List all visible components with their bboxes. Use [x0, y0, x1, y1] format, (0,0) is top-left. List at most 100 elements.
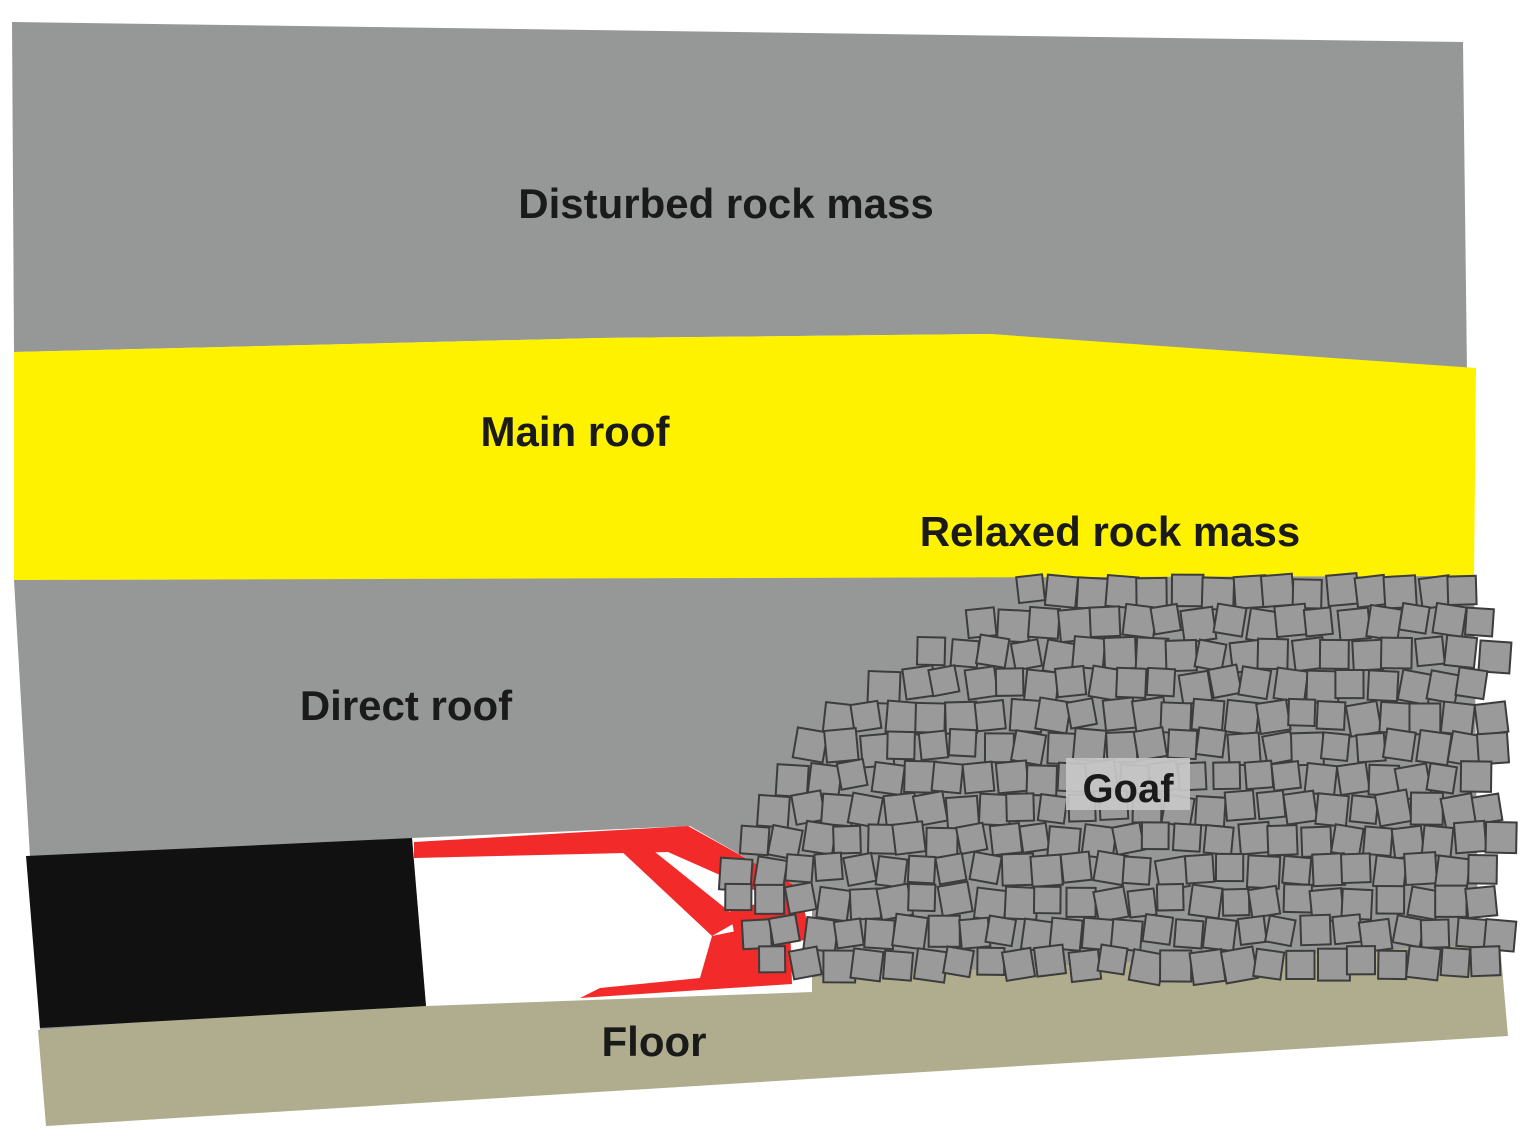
goaf-block	[1282, 789, 1319, 826]
goaf-block	[1246, 884, 1282, 919]
goaf-block	[1355, 731, 1387, 764]
goaf-block	[1454, 666, 1489, 701]
goaf-block	[1145, 666, 1177, 698]
goaf-block	[1059, 850, 1093, 884]
goaf-block	[1302, 606, 1334, 638]
goaf-block	[1285, 949, 1316, 981]
goaf-block	[1362, 825, 1394, 858]
goaf-block	[1439, 700, 1477, 737]
goaf-block	[912, 947, 950, 984]
goaf-block	[1475, 731, 1511, 766]
goaf-block	[1452, 819, 1488, 855]
goaf-block	[1300, 825, 1333, 858]
goaf-block	[1415, 728, 1453, 767]
goaf-block	[1065, 886, 1097, 918]
goaf-block	[754, 883, 786, 915]
goaf-block	[947, 727, 978, 758]
goaf-block	[1212, 761, 1242, 791]
goaf-block	[1212, 602, 1248, 638]
goaf-block	[1382, 574, 1418, 610]
goaf-block	[961, 760, 996, 795]
goaf-block	[1141, 912, 1175, 946]
goaf-block	[724, 882, 753, 912]
goaf-block	[974, 633, 1011, 669]
goaf-block	[1365, 603, 1404, 642]
goaf-block	[1155, 882, 1185, 912]
support-leg-front	[618, 848, 740, 936]
goaf-block	[832, 917, 865, 950]
goaf-block	[983, 732, 1015, 764]
goaf-block	[1134, 636, 1170, 672]
goaf-block	[755, 793, 791, 829]
goaf-block	[1003, 885, 1039, 921]
goaf-block	[1318, 638, 1350, 670]
goaf-block	[1425, 762, 1459, 795]
goaf-block	[791, 726, 829, 764]
goaf-block	[1339, 852, 1372, 885]
goaf-block	[927, 664, 961, 698]
goaf-block	[1243, 759, 1275, 791]
goaf-block	[1236, 914, 1268, 947]
goaf-block	[1373, 788, 1413, 828]
support-canopy	[414, 826, 810, 906]
goaf-block	[1405, 944, 1442, 982]
goaf-block	[1317, 947, 1351, 982]
goaf-block	[1183, 853, 1216, 885]
goaf-block	[815, 885, 852, 923]
goaf-block	[934, 852, 968, 886]
goaf-block	[1159, 701, 1193, 735]
goaf-block	[1455, 916, 1488, 950]
floor-layer	[38, 944, 1508, 1126]
goaf-block	[1173, 918, 1205, 950]
goaf-block	[1202, 823, 1235, 857]
goaf-block	[1315, 699, 1347, 731]
goaf-block	[1335, 761, 1371, 797]
goaf-block	[1075, 576, 1110, 611]
goaf-block	[968, 850, 1003, 886]
goaf-block	[1470, 792, 1504, 826]
goaf-block	[1029, 853, 1064, 888]
goaf-block	[988, 821, 1024, 857]
goaf-block	[1252, 947, 1286, 981]
goaf-block	[1009, 729, 1048, 767]
goaf-block	[1110, 821, 1146, 857]
goaf-block	[1194, 726, 1228, 759]
goaf-block	[1255, 698, 1292, 736]
goaf-block	[783, 881, 818, 916]
goaf-block	[1463, 606, 1495, 638]
goaf-block	[1036, 792, 1069, 825]
main-roof-layer	[14, 334, 1476, 580]
goaf-block	[1353, 573, 1389, 609]
goaf-block	[1366, 669, 1400, 703]
goaf-block	[994, 759, 1030, 795]
goaf-block	[1207, 663, 1243, 700]
label-floor: Floor	[602, 1018, 707, 1065]
goaf-block	[1266, 824, 1299, 857]
goaf-block	[886, 730, 916, 761]
goaf-block	[964, 606, 998, 640]
goaf-block	[1245, 854, 1282, 890]
goaf-block	[1282, 883, 1313, 914]
goaf-block	[1000, 852, 1035, 887]
label-goaf: Goaf	[1082, 767, 1174, 811]
goaf-block	[1237, 820, 1273, 856]
goaf-block	[1053, 664, 1088, 699]
goaf-block	[849, 947, 885, 983]
goaf-block	[1135, 576, 1168, 610]
goaf-block	[740, 918, 773, 951]
goaf-block	[994, 667, 1025, 697]
goaf-block	[1121, 855, 1152, 886]
goaf-block	[1026, 605, 1062, 640]
goaf-block	[1377, 949, 1408, 981]
goaf-block	[1299, 913, 1332, 947]
goaf-rubble	[717, 572, 1518, 987]
goaf-block	[1473, 700, 1510, 737]
goaf-block	[787, 945, 823, 981]
goaf-block	[784, 853, 815, 884]
goaf-block	[1126, 887, 1158, 919]
goaf-block	[1272, 666, 1310, 704]
goaf-block	[738, 824, 771, 857]
goaf-block	[1439, 946, 1472, 979]
goaf-block	[984, 914, 1018, 948]
